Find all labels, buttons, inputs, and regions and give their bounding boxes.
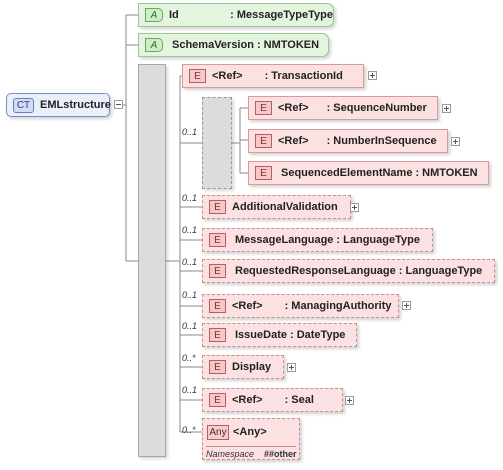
element-ref: <Ref> bbox=[278, 135, 309, 147]
element-badge: E bbox=[255, 134, 272, 148]
attribute-badge: A bbox=[145, 8, 163, 22]
element-transactionid[interactable]: E <Ref> : TransactionId bbox=[182, 64, 364, 88]
expand-toggle[interactable] bbox=[451, 137, 460, 146]
element-display[interactable]: E Display bbox=[202, 355, 284, 379]
element-name: IssueDate bbox=[235, 329, 287, 341]
element-name: Display bbox=[232, 361, 272, 373]
cardinality-label: 0..1 bbox=[182, 385, 198, 395]
element-issuedate[interactable]: E IssueDate : DateType bbox=[202, 323, 357, 347]
sequence-compositor-nested[interactable] bbox=[202, 97, 232, 189]
cardinality-label: 0..1 bbox=[182, 225, 198, 235]
element-type: : SequenceNumber bbox=[326, 102, 427, 114]
element-ref: <Ref> bbox=[278, 102, 309, 114]
cardinality-label: 0..1 bbox=[182, 321, 198, 331]
namespace-value: ##other bbox=[264, 449, 297, 459]
complex-type-emlstructure[interactable]: CT EMLstructure bbox=[6, 93, 111, 117]
attribute-type: : NMTOKEN bbox=[256, 39, 320, 51]
expand-toggle[interactable] bbox=[345, 396, 354, 405]
attribute-schemaversion[interactable]: A SchemaVersion : NMTOKEN bbox=[138, 33, 329, 57]
element-type: : ManagingAuthority bbox=[284, 300, 392, 312]
element-numberinsequence[interactable]: E <Ref> : NumberInSequence bbox=[248, 129, 448, 153]
attribute-name: SchemaVersion bbox=[172, 39, 254, 51]
cardinality-label: 0..1 bbox=[182, 290, 198, 300]
expand-toggle[interactable] bbox=[402, 301, 411, 310]
element-requestedresponselanguage[interactable]: E RequestedResponseLanguage : LanguageTy… bbox=[202, 259, 495, 283]
element-any-wildcard[interactable]: Any <Any> Namespace ##other bbox=[202, 418, 300, 460]
element-seal[interactable]: E <Ref> : Seal bbox=[202, 388, 343, 412]
element-badge: E bbox=[209, 299, 226, 313]
expand-toggle[interactable] bbox=[368, 71, 377, 80]
element-type: : LanguageType bbox=[336, 234, 420, 246]
element-type: : Seal bbox=[284, 394, 314, 406]
cardinality-label: 0..1 bbox=[182, 257, 198, 267]
element-badge: E bbox=[209, 393, 226, 407]
attribute-name: Id bbox=[169, 9, 179, 21]
sequence-compositor[interactable] bbox=[138, 64, 166, 457]
element-name: MessageLanguage bbox=[235, 234, 334, 246]
element-badge: E bbox=[209, 264, 226, 278]
complex-type-name: EMLstructure bbox=[40, 99, 111, 111]
cardinality-label: 0..1 bbox=[182, 193, 198, 203]
element-name: RequestedResponseLanguage bbox=[235, 265, 396, 277]
any-namespace-row: Namespace ##other bbox=[206, 446, 297, 459]
element-badge: E bbox=[209, 360, 226, 374]
element-managingauthority[interactable]: E <Ref> : ManagingAuthority bbox=[202, 294, 399, 318]
element-type: : DateType bbox=[289, 329, 346, 341]
element-ref: <Ref> bbox=[212, 70, 243, 82]
cardinality-label: 0..1 bbox=[182, 127, 198, 137]
element-badge: E bbox=[209, 328, 226, 342]
element-badge: E bbox=[209, 233, 226, 247]
namespace-label: Namespace bbox=[206, 449, 255, 459]
expand-toggle[interactable] bbox=[287, 363, 296, 372]
expand-toggle[interactable] bbox=[442, 104, 451, 113]
element-ref: <Ref> bbox=[232, 394, 263, 406]
complex-type-badge: CT bbox=[13, 97, 34, 113]
element-sequencedelementname[interactable]: E SequencedElementName : NMTOKEN bbox=[248, 161, 489, 185]
element-type: : TransactionId bbox=[264, 70, 343, 82]
element-type: : NumberInSequence bbox=[326, 135, 437, 147]
any-badge: Any bbox=[207, 424, 229, 440]
cardinality-label: 0..* bbox=[182, 425, 196, 435]
element-badge: E bbox=[255, 101, 272, 115]
element-type: : NMTOKEN bbox=[415, 167, 478, 179]
expand-toggle[interactable] bbox=[350, 203, 359, 212]
attribute-id[interactable]: A Id : MessageTypeType bbox=[138, 3, 334, 27]
collapse-toggle[interactable] bbox=[114, 100, 123, 109]
element-type: : LanguageType bbox=[398, 265, 483, 277]
element-messagelanguage[interactable]: E MessageLanguage : LanguageType bbox=[202, 228, 433, 252]
attribute-badge: A bbox=[145, 38, 163, 52]
element-badge: E bbox=[209, 200, 226, 214]
element-additionalvalidation[interactable]: E AdditionalValidation bbox=[202, 195, 351, 219]
element-badge: E bbox=[189, 69, 206, 83]
cardinality-label: 0..* bbox=[182, 353, 196, 363]
any-name: <Any> bbox=[233, 426, 267, 438]
element-sequencenumber[interactable]: E <Ref> : SequenceNumber bbox=[248, 96, 438, 120]
element-name: AdditionalValidation bbox=[232, 201, 338, 213]
element-ref: <Ref> bbox=[232, 300, 263, 312]
attribute-type: : MessageTypeType bbox=[230, 9, 333, 21]
element-badge: E bbox=[255, 166, 272, 180]
element-name: SequencedElementName bbox=[281, 167, 413, 179]
